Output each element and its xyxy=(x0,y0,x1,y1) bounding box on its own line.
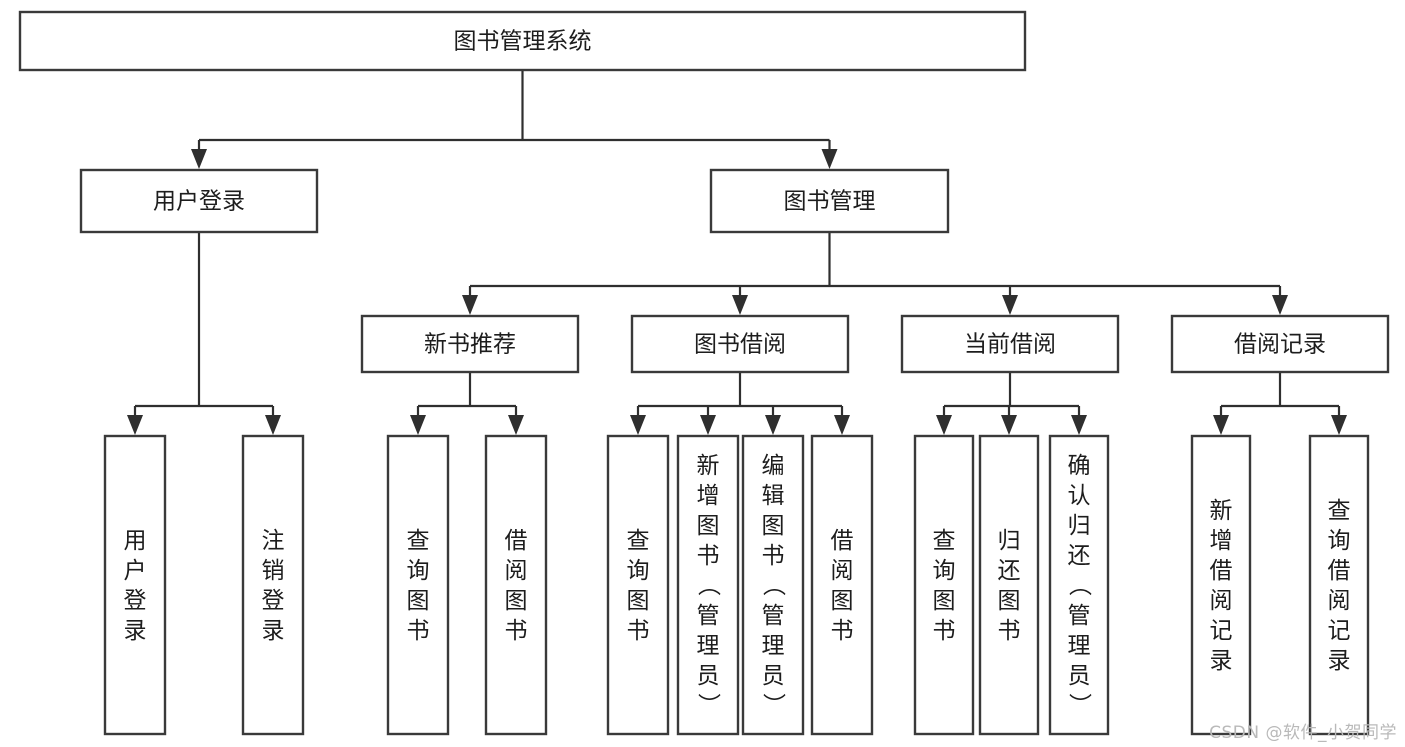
node-leaf-add-book[interactable]: 新增图书（管理员） xyxy=(676,434,740,736)
node-layer: 图书管理系统用户登录图书管理新书推荐图书借阅当前借阅借阅记录用户登录注销登录查询… xyxy=(18,10,1390,736)
node-label: 借阅图书 xyxy=(831,528,854,644)
node-label: 查询图书 xyxy=(627,528,650,644)
node-leaf-user-login[interactable]: 用户登录 xyxy=(103,434,167,736)
node-label: 查询图书 xyxy=(933,528,956,644)
node-root-root[interactable]: 图书管理系统 xyxy=(18,10,1027,72)
node-label: 注销登录 xyxy=(262,528,285,644)
node-label: 图书借阅 xyxy=(694,332,786,358)
node-label: 新增借阅记录 xyxy=(1210,498,1233,674)
node-leaf-add-record[interactable]: 新增借阅记录 xyxy=(1190,434,1252,736)
node-label: 编辑图书（管理员） xyxy=(762,453,787,719)
node-label: 新书推荐 xyxy=(424,332,516,358)
connector-group-book-borrow xyxy=(630,372,850,435)
node-leaf-edit-book[interactable]: 编辑图书（管理员） xyxy=(741,434,805,736)
connector-group-book-manage xyxy=(462,232,1288,315)
node-leaf-confirm-return[interactable]: 确认归还（管理员） xyxy=(1048,434,1110,736)
node-label: 新增图书（管理员） xyxy=(697,453,722,719)
connector-group-new-book-rec xyxy=(410,372,524,435)
node-label: 图书管理系统 xyxy=(454,29,592,55)
node-leaf-borrow-book-2[interactable]: 借阅图书 xyxy=(810,434,874,736)
connector-group-current-borrow xyxy=(936,372,1087,435)
connector-group-user-login xyxy=(127,232,281,435)
node-leaf-query-book-1[interactable]: 查询图书 xyxy=(386,434,450,736)
node-label: 查询借阅记录 xyxy=(1328,498,1351,674)
node-label: 用户登录 xyxy=(153,189,245,215)
node-leaf-borrow-book-1[interactable]: 借阅图书 xyxy=(484,434,548,736)
node-book-manage[interactable]: 图书管理 xyxy=(709,168,950,234)
csdn-watermark: CSDN @软件_小贺同学 xyxy=(1209,723,1397,743)
node-leaf-query-record[interactable]: 查询借阅记录 xyxy=(1308,434,1370,736)
node-label: 图书管理 xyxy=(784,189,876,215)
node-label: 用户登录 xyxy=(124,528,147,644)
node-label: 借阅图书 xyxy=(505,528,528,644)
node-borrow-record[interactable]: 借阅记录 xyxy=(1170,314,1390,374)
connector-layer xyxy=(127,70,1347,435)
node-current-borrow[interactable]: 当前借阅 xyxy=(900,314,1120,374)
node-label: 确认归还（管理员） xyxy=(1068,453,1093,719)
node-user-login[interactable]: 用户登录 xyxy=(79,168,319,234)
node-leaf-query-book-2[interactable]: 查询图书 xyxy=(606,434,670,736)
connector-group-borrow-record xyxy=(1213,372,1347,435)
node-label: 查询图书 xyxy=(407,528,430,644)
node-label: 借阅记录 xyxy=(1234,332,1326,358)
node-leaf-return-book[interactable]: 归还图书 xyxy=(978,434,1040,736)
node-book-borrow[interactable]: 图书借阅 xyxy=(630,314,850,374)
connector-group-root xyxy=(191,70,838,169)
node-new-book-rec[interactable]: 新书推荐 xyxy=(360,314,580,374)
node-label: 当前借阅 xyxy=(964,332,1056,358)
node-leaf-query-book-3[interactable]: 查询图书 xyxy=(913,434,975,736)
node-leaf-user-logout[interactable]: 注销登录 xyxy=(241,434,305,736)
node-label: 归还图书 xyxy=(998,528,1021,644)
